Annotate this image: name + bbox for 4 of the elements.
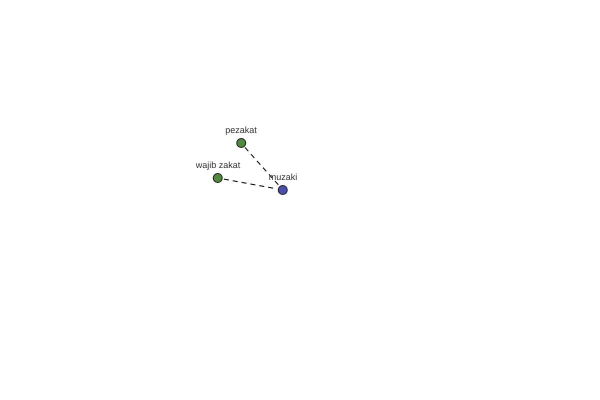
node-label: pezakat <box>225 125 257 135</box>
dashed-connector <box>244 146 280 186</box>
node-label: muzaki <box>268 172 298 182</box>
node-label: wajib zakat <box>196 160 240 170</box>
